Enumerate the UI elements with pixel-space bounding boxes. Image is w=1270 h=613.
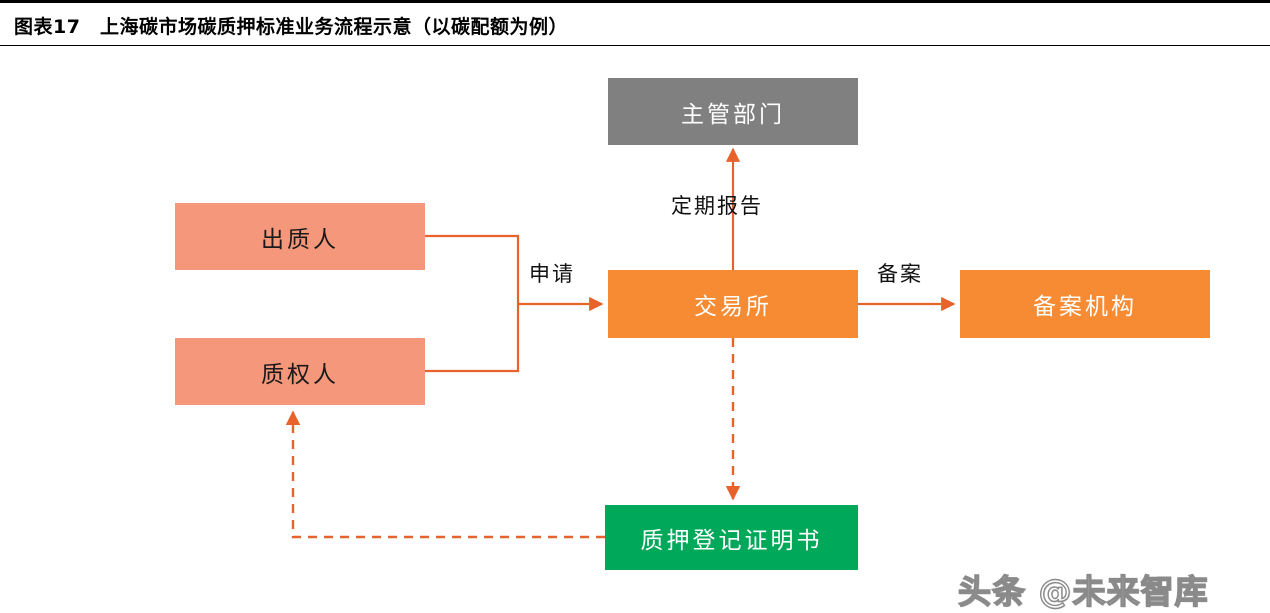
figure-title-bar: 图表17 上海碳市场碳质押标准业务流程示意（以碳配额为例）: [0, 0, 1270, 46]
connector-pledgee-to-exchange: [425, 304, 520, 373]
connector-certificate-to-pledgee-dashed: [285, 410, 605, 539]
node-filing-institution[interactable]: 备案机构: [960, 270, 1210, 338]
flowchart-connectors: [285, 147, 956, 539]
edge-label-filing-record: 备案: [877, 258, 923, 288]
node-authority-label: 主管部门: [681, 101, 785, 128]
page-title: 图表17 上海碳市场碳质押标准业务流程示意（以碳配额为例）: [14, 16, 568, 38]
node-pledge-certificate[interactable]: 质押登记证明书: [605, 505, 858, 570]
node-pledge-certificate-label: 质押登记证明书: [640, 527, 823, 554]
node-exchange-label: 交易所: [694, 294, 772, 320]
edge-label-periodic-report: 定期报告: [671, 190, 763, 220]
flowchart-canvas: 主管部门 出质人 质权人 交易所 备案机构 质押登记证明书 申请 定期报告 备案…: [0, 46, 1270, 612]
node-filing-institution-label: 备案机构: [1033, 294, 1137, 320]
edge-label-filing-record-text: 备案: [877, 262, 923, 286]
edge-label-application: 申请: [529, 258, 575, 288]
node-pledgee[interactable]: 质权人: [175, 338, 425, 405]
connector-pledgor-to-exchange: [425, 234, 520, 304]
node-pledgee-label: 质权人: [261, 361, 339, 388]
edge-label-periodic-report-text: 定期报告: [671, 194, 763, 218]
watermark: 头条 @未来智库: [957, 571, 1209, 611]
node-exchange[interactable]: 交易所: [608, 270, 858, 338]
node-authority[interactable]: 主管部门: [608, 78, 858, 145]
node-pledgor[interactable]: 出质人: [175, 203, 425, 270]
edge-label-application-text: 申请: [529, 262, 575, 286]
node-pledgor-label: 出质人: [261, 226, 339, 253]
